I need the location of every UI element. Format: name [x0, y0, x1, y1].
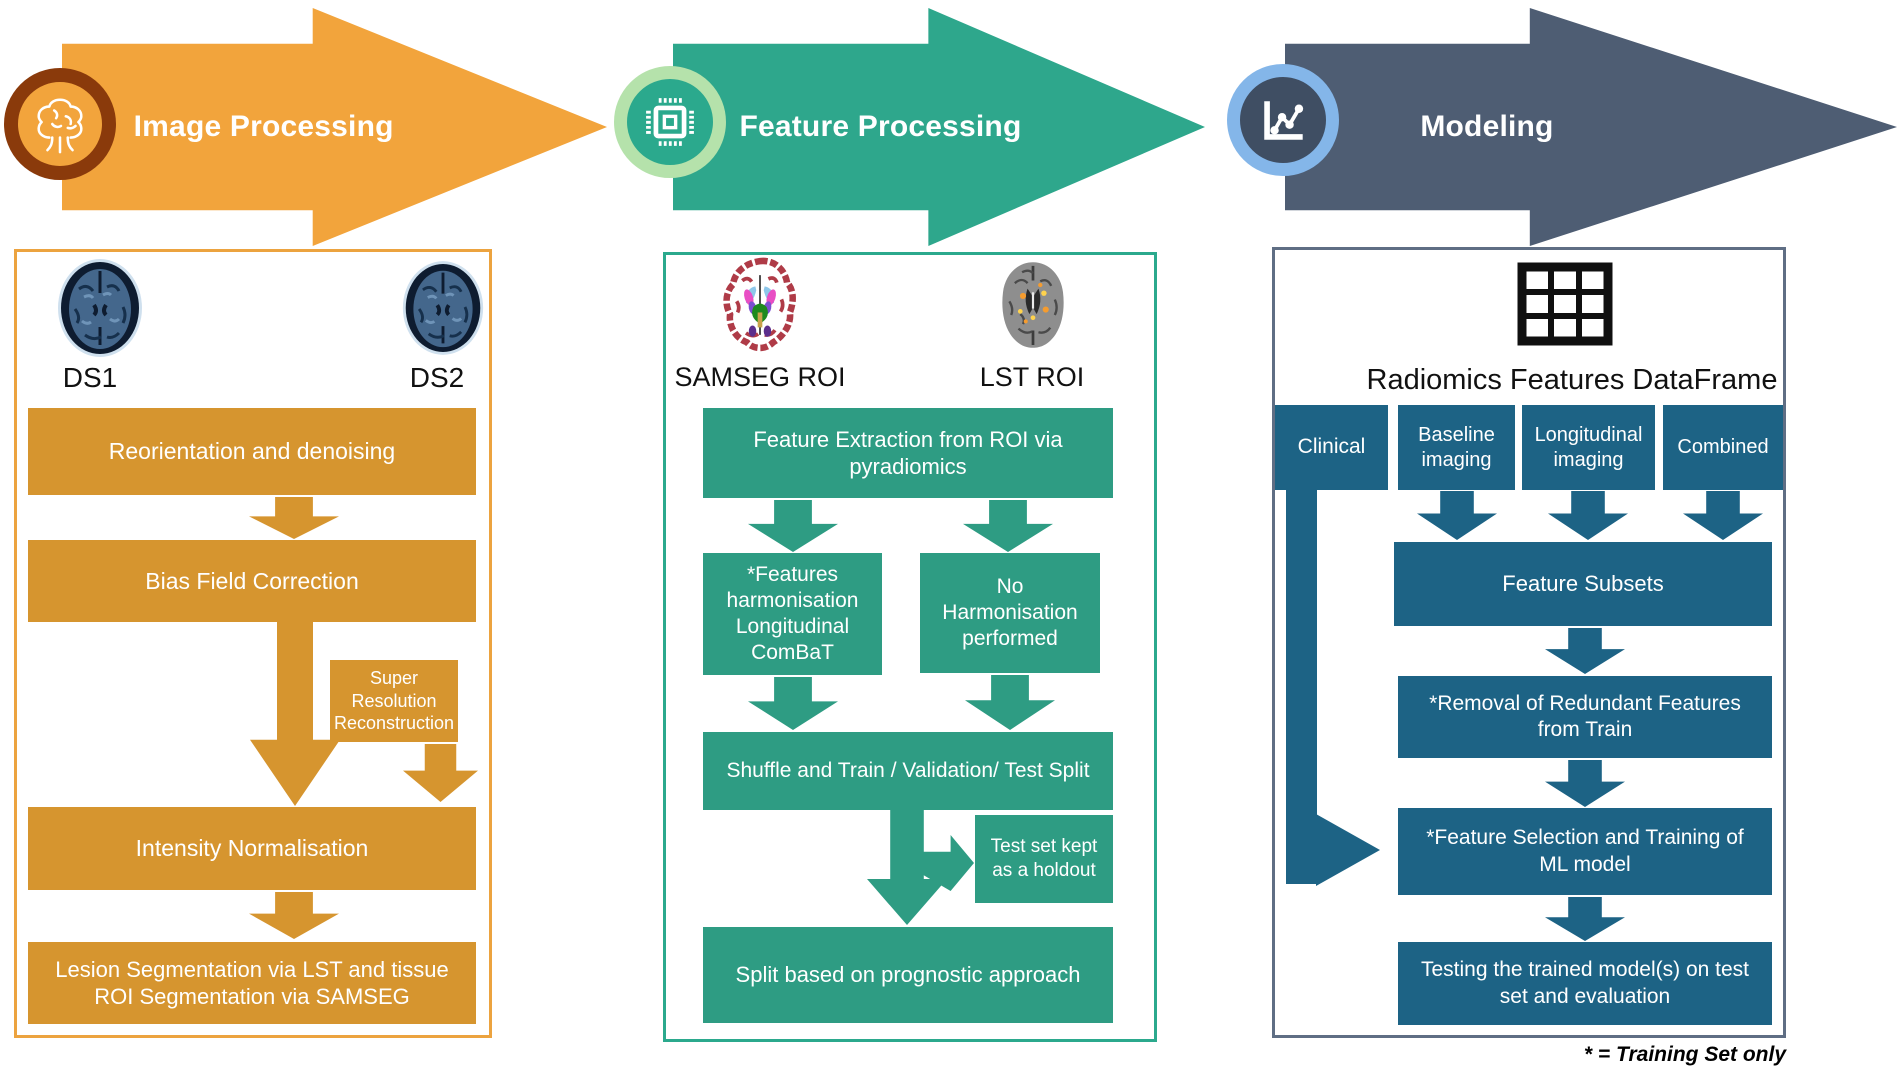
box-subset-clinical: Clinical: [1275, 405, 1388, 490]
lst-roi-label: LST ROI: [979, 362, 1085, 392]
samseg-roi-image: [718, 255, 802, 355]
image-processing-panel: [14, 249, 492, 1038]
box-holdout: Test set kept as a holdout: [975, 815, 1113, 903]
box-prognostic-split: Split based on prognostic approach: [703, 927, 1113, 1023]
stage-label-image-processing: Image Processing: [133, 110, 394, 143]
arrow-clinical-shaft: [1286, 489, 1317, 884]
ds2-mri-image: [400, 258, 486, 358]
box-lesion-segmentation: Lesion Segmentation via LST and tissue R…: [28, 942, 476, 1024]
box-feature-extraction: Feature Extraction from ROI via pyradiom…: [703, 408, 1113, 498]
modeling-panel: [1272, 247, 1786, 1038]
ds1-mri-image: [55, 257, 145, 359]
brain-icon: [4, 68, 116, 180]
dataframe-title: Radiomics Features DataFrame: [1366, 364, 1778, 396]
ds1-label: DS1: [62, 362, 118, 393]
stage-label-feature-processing: Feature Processing: [739, 110, 1022, 143]
box-subset-baseline: Baseline imaging: [1398, 405, 1515, 490]
box-subset-combined: Combined: [1663, 405, 1783, 490]
box-bias-field: Bias Field Correction: [28, 540, 476, 622]
stage-arrow-image-processing: Image Processing: [62, 8, 607, 246]
stage-arrow-feature-processing: Feature Processing: [673, 8, 1205, 246]
dataframe-table-icon: [1517, 262, 1613, 346]
line-chart-icon: [1227, 64, 1339, 176]
box-testing: Testing the trained model(s) on test set…: [1398, 942, 1772, 1025]
stage-label-modeling: Modeling: [1420, 110, 1554, 143]
box-shuffle-split: Shuffle and Train / Validation/ Test Spl…: [703, 732, 1113, 810]
training-set-footnote: * = Training Set only: [1583, 1043, 1786, 1066]
box-intensity: Intensity Normalisation: [28, 807, 476, 890]
box-subset-longitudinal: Longitudinal imaging: [1522, 405, 1655, 490]
box-feature-subsets: Feature Subsets: [1394, 542, 1772, 626]
lst-roi-image: [993, 257, 1073, 353]
box-feature-selection: *Feature Selection and Training of ML mo…: [1398, 808, 1772, 895]
box-super-resolution: Super Resolution Reconstruction: [330, 660, 458, 742]
box-reorientation: Reorientation and denoising: [28, 408, 476, 495]
samseg-roi-label: SAMSEG ROI: [674, 362, 846, 392]
ds2-label: DS2: [409, 362, 465, 393]
chip-icon: [614, 66, 726, 178]
stage-arrow-modeling: Modeling: [1285, 8, 1897, 246]
box-harmonisation: *Features harmonisation Longitudinal Com…: [703, 553, 882, 675]
box-redundant-removal: *Removal of Redundant Features from Trai…: [1398, 676, 1772, 758]
box-no-harmonisation: No Harmonisation performed: [920, 553, 1100, 673]
